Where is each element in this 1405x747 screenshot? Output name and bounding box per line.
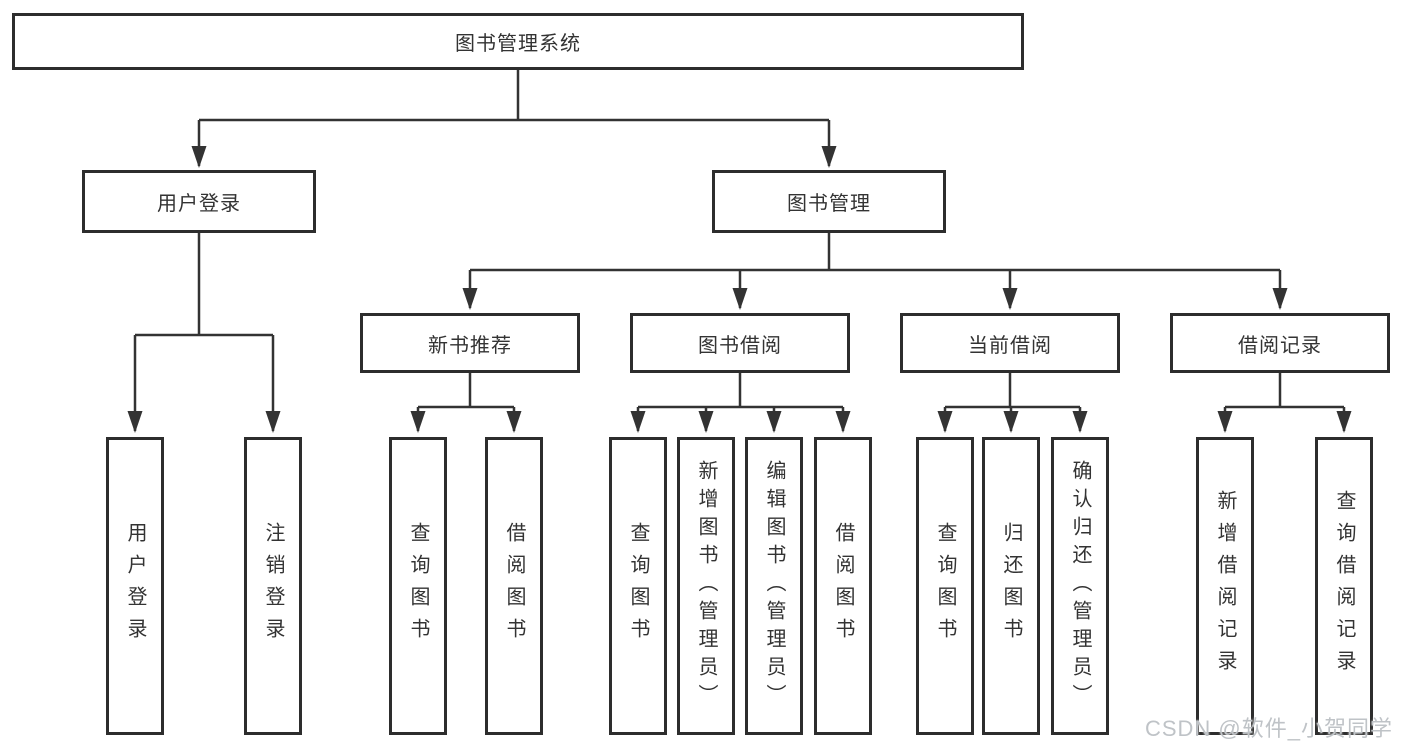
leaf-query-books-rec: 查询图书 (389, 437, 447, 735)
connector-new-book-rec-to-leaves (410, 373, 522, 433)
node-label: 借阅记录 (1238, 334, 1322, 357)
node-book-management: 图书管理 (712, 170, 946, 233)
leaf-add-books-admin: 新增图书（管理员） (677, 437, 735, 735)
node-label: 图书借阅 (698, 334, 782, 357)
leaf-label: 查询图书 (934, 522, 956, 650)
connector-root-to-level2 (191, 70, 837, 168)
node-label: 图书管理 (787, 193, 871, 215)
leaf-label: 注销登录 (262, 522, 284, 650)
leaf-label: 借阅图书 (832, 522, 854, 650)
node-user-login: 用户登录 (82, 170, 316, 233)
csdn-watermark: CSDN @软件_小贺同学 (1144, 716, 1393, 741)
leaf-label: 用户登录 (124, 522, 146, 650)
leaf-query-books-current: 查询图书 (916, 437, 974, 735)
connector-user-login-to-leaves (127, 233, 281, 433)
node-library-management-system: 图书管理系统 (12, 13, 1024, 70)
leaf-label: 编辑图书（管理员） (763, 460, 785, 712)
node-new-book-recommendation: 新书推荐 (360, 313, 580, 373)
node-borrowing-records: 借阅记录 (1170, 313, 1390, 373)
node-label: 新书推荐 (428, 334, 512, 357)
leaf-label: 借阅图书 (503, 522, 525, 650)
leaf-query-books-borrow: 查询图书 (609, 437, 667, 735)
connector-borrow-record-to-leaves (1217, 373, 1352, 433)
leaf-label: 确认归还（管理员） (1069, 460, 1091, 712)
leaf-user-login: 用户登录 (106, 437, 164, 735)
node-label: 用户登录 (157, 193, 241, 215)
leaf-edit-books-admin: 编辑图书（管理员） (745, 437, 803, 735)
node-label: 图书管理系统 (455, 33, 581, 55)
leaf-label: 归还图书 (1000, 522, 1022, 650)
connector-book-mgmt-to-level3 (462, 233, 1288, 310)
leaf-add-borrow-record: 新增借阅记录 (1196, 437, 1254, 735)
node-current-borrowing: 当前借阅 (900, 313, 1120, 373)
leaf-label: 查询图书 (627, 522, 649, 650)
node-label: 当前借阅 (968, 334, 1052, 357)
connector-current-borrow-to-leaves (937, 373, 1088, 433)
leaf-label: 新增图书（管理员） (695, 460, 717, 712)
leaf-query-borrow-record: 查询借阅记录 (1315, 437, 1373, 735)
leaf-borrow-books-rec: 借阅图书 (485, 437, 543, 735)
node-book-borrowing: 图书借阅 (630, 313, 850, 373)
leaf-borrow-books: 借阅图书 (814, 437, 872, 735)
leaf-label: 查询图书 (407, 522, 429, 650)
leaf-label: 查询借阅记录 (1333, 490, 1355, 682)
leaf-label: 新增借阅记录 (1214, 490, 1236, 682)
leaf-return-books: 归还图书 (982, 437, 1040, 735)
leaf-logout: 注销登录 (244, 437, 302, 735)
leaf-confirm-return-admin: 确认归还（管理员） (1051, 437, 1109, 735)
connector-book-borrow-to-leaves (630, 373, 851, 433)
